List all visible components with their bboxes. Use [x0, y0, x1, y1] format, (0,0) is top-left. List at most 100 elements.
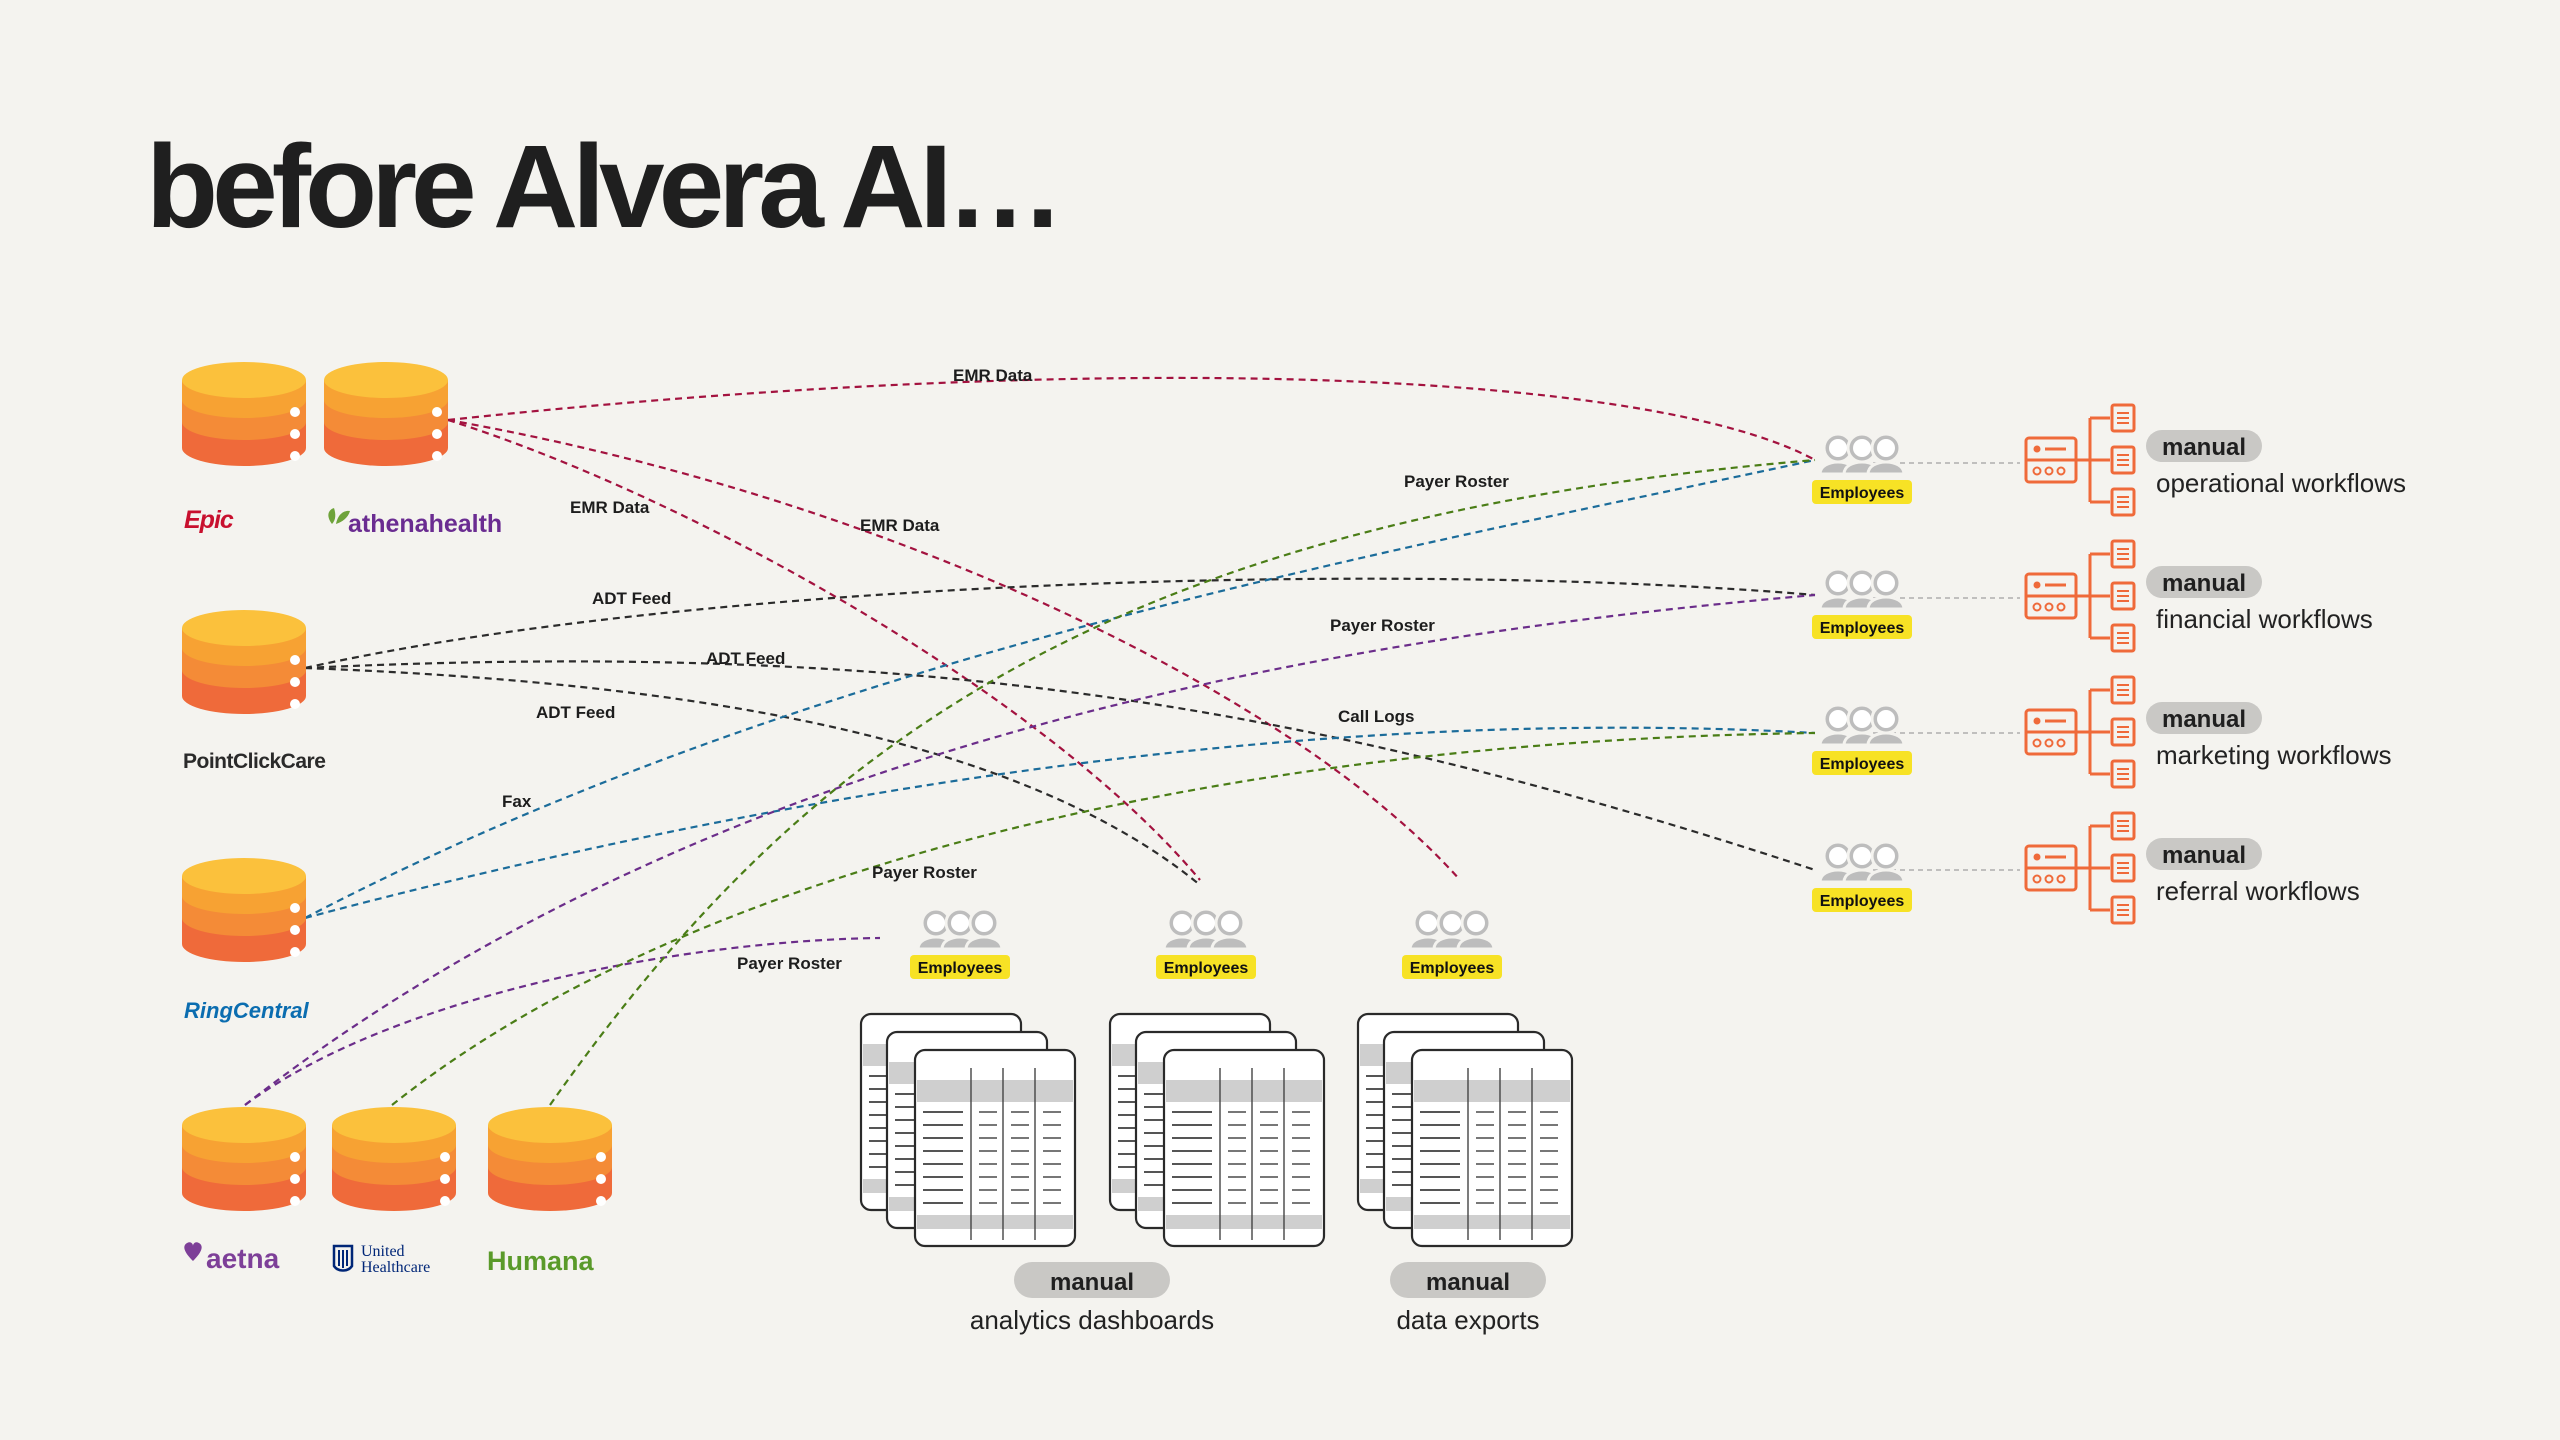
workflow-tree-icon [2024, 539, 2136, 653]
workflow-tree-icon [2024, 811, 2136, 925]
label-payer-3: Payer Roster [872, 863, 977, 882]
manual-pill [2146, 430, 2262, 462]
label-adt-3: ADT Feed [536, 703, 615, 722]
connection-fax [304, 458, 1816, 919]
employees-group-2: Employees [1812, 567, 1912, 639]
output-exports-label: data exports [1396, 1305, 1539, 1335]
manual-pill [2146, 838, 2262, 870]
database-icon [182, 362, 306, 466]
label-payer-4: Payer Roster [737, 954, 842, 973]
manual-pill-label: manual [2162, 842, 2246, 869]
database-icon [182, 858, 306, 962]
connection-payer-aetna-employees [244, 936, 881, 1106]
label-emr-top: EMR Data [953, 366, 1033, 385]
database-icon [182, 1107, 306, 1211]
employees-badge [1812, 888, 1912, 912]
label-adt-2: ADT Feed [706, 649, 785, 668]
label-call-logs: Call Logs [1338, 707, 1415, 726]
employees-badge-label: Employees [1820, 620, 1905, 637]
workflow-label: operational workflows [2156, 468, 2406, 498]
source-ringcentral [182, 858, 306, 962]
employees-group-analytics-b: Employees [1156, 907, 1256, 979]
logo-aetna-text: aetna [206, 1243, 280, 1274]
employees-badge-label: Employees [1820, 893, 1905, 910]
spreadsheet-icon [913, 1048, 1077, 1248]
logo-humana: Humana [487, 1246, 595, 1276]
leaf-icon [328, 508, 350, 524]
employees-badge-label: Employees [1164, 960, 1249, 977]
logo-athena: athenahealth [328, 508, 502, 538]
connection-emr-left [447, 418, 1201, 881]
people-group-icon [1162, 907, 1250, 951]
source-athena [324, 362, 448, 466]
employees-badge [1812, 751, 1912, 775]
heart-icon [184, 1242, 202, 1261]
connection-adt-1 [304, 577, 1816, 670]
employees-badge-label: Employees [1410, 960, 1495, 977]
workflow-label: financial workflows [2156, 604, 2373, 634]
database-icon [488, 1107, 612, 1211]
output-analytics-label: analytics dashboards [970, 1305, 1214, 1335]
label-payer-1: Payer Roster [1404, 472, 1509, 491]
people-group-icon [916, 907, 1004, 951]
source-epic [182, 362, 306, 466]
employees-group-exports: Employees [1402, 907, 1502, 979]
people-group-icon [1818, 840, 1906, 884]
connection-emr-top [447, 376, 1816, 461]
label-emr-mid: EMR Data [860, 516, 940, 535]
workflow-1: manual operational workflows [2024, 403, 2406, 517]
manual-pill [1014, 1262, 1170, 1298]
output-exports: manual data exports [1390, 1262, 1546, 1335]
employees-group-analytics-a: Employees [910, 907, 1010, 979]
spreadsheet-stack-1 [859, 1012, 1077, 1248]
manual-pill-label: manual [2162, 570, 2246, 597]
employees-badge-label: Employees [1820, 485, 1905, 502]
logo-aetna: aetna [184, 1242, 280, 1274]
label-fax: Fax [502, 792, 532, 811]
source-uhc [332, 1107, 456, 1211]
workflow-tree-icon [2024, 403, 2136, 517]
logo-uhc-line1: United [361, 1243, 405, 1260]
workflow-tree-icon [2024, 675, 2136, 789]
people-group-icon [1818, 432, 1906, 476]
employees-badge [1812, 615, 1912, 639]
connection-adt-3 [304, 666, 1201, 886]
database-icon [332, 1107, 456, 1211]
employees-badge [910, 955, 1010, 979]
manual-pill-label: manual [2162, 434, 2246, 461]
manual-pill [2146, 702, 2262, 734]
employees-badge [1156, 955, 1256, 979]
uhc-shield-icon [332, 1244, 354, 1272]
manual-pill-label: manual [1050, 1269, 1134, 1296]
people-group-icon [1818, 567, 1906, 611]
logo-athena-text: athenahealth [348, 510, 502, 538]
connection-lines [244, 376, 2020, 1106]
spreadsheet-stack-3 [1356, 1012, 1574, 1248]
logo-pointclickcare: PointClickCare [183, 750, 325, 773]
source-humana [488, 1107, 612, 1211]
people-group-icon [1408, 907, 1496, 951]
connection-payer-uhc-marketing [391, 731, 1816, 1106]
source-aetna [182, 1107, 306, 1211]
employees-badge-label: Employees [1820, 756, 1905, 773]
page-title: before Alvera AI… [146, 121, 1064, 253]
people-group-icon [1818, 703, 1906, 747]
connection-payer-aetna-financial [244, 593, 1816, 1106]
spreadsheet-icon [1410, 1048, 1574, 1248]
label-adt-1: ADT Feed [592, 589, 671, 608]
employees-group-3: Employees [1812, 703, 1912, 775]
logo-epic: Epic [184, 506, 234, 534]
output-analytics: manual analytics dashboards [970, 1262, 1214, 1335]
employees-badge [1812, 480, 1912, 504]
manual-pill [1390, 1262, 1546, 1298]
manual-pill [2146, 566, 2262, 598]
database-icon [324, 362, 448, 466]
connection-payer-humana-operational [549, 458, 1816, 1106]
connection-labels: EMR Data EMR Data EMR Data ADT Feed ADT … [502, 366, 1509, 973]
manual-pill-label: manual [2162, 706, 2246, 733]
manual-pill-label: manual [1426, 1269, 1510, 1296]
employees-badge [1402, 955, 1502, 979]
